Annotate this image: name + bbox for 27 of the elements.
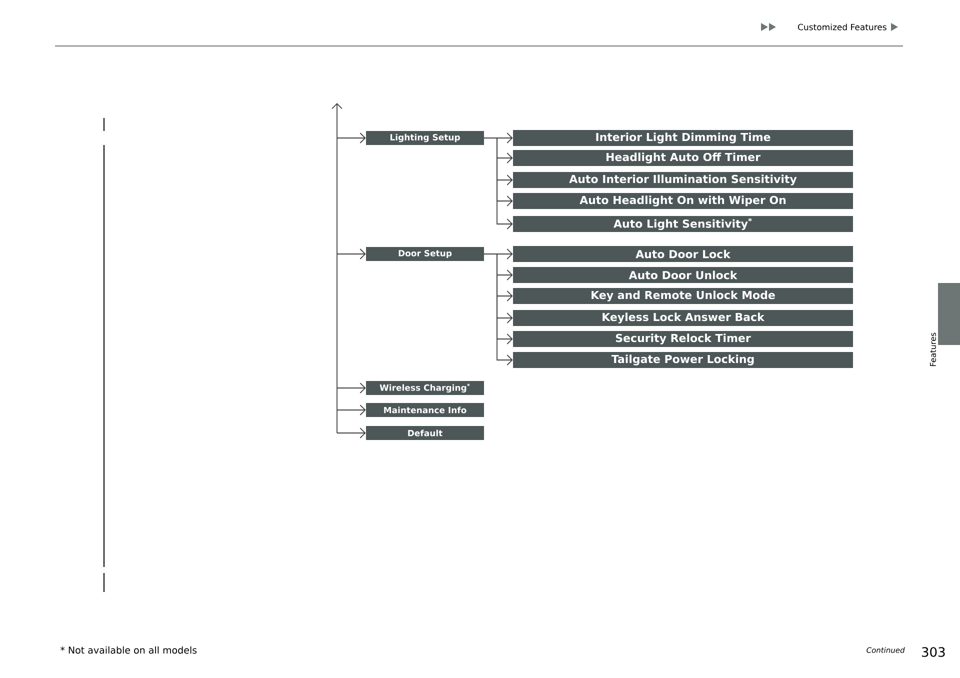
submenu-item-box: Security Relock Timer — [513, 331, 853, 347]
submenu-item-box: Auto Door Unlock — [513, 267, 853, 283]
arrow — [484, 138, 513, 230]
submenu-item-box: Auto Door Lock — [513, 246, 853, 262]
arrow — [336, 428, 366, 438]
menu-item-box: Wireless Charging$^{*}$ — [366, 381, 484, 395]
arrow — [336, 404, 366, 416]
submenu-item-box: Interior Light Dimming Time — [513, 130, 853, 146]
page-number: 303 — [922, 647, 945, 657]
submenu-item-box: Auto Interior Illumination Sensitivity — [513, 172, 853, 188]
arrow — [336, 132, 366, 144]
section-label: Features — [930, 332, 936, 366]
header-text: Customized Features — [798, 24, 886, 30]
menu-item-box: Maintenance Info — [366, 403, 484, 417]
submenu-item-box: Key and Remote Unlock Mode — [513, 288, 853, 304]
submenu-item-box: Auto Light Sensitivity$^{*}$ — [513, 216, 853, 232]
menu-item-box: Default — [366, 426, 484, 440]
submenu-item-box: Keyless Lock Answer Back — [513, 310, 853, 326]
arrow — [484, 254, 513, 366]
footnote: * Not available on all models — [60, 646, 197, 654]
submenu-item-box: Tailgate Power Locking — [513, 352, 853, 368]
menu-item-box: Lighting Setup — [366, 131, 484, 145]
submenu-item-box: Headlight Auto Off Timer — [513, 150, 853, 166]
arrow — [336, 382, 366, 394]
menu-item-box: Door Setup — [366, 247, 484, 261]
submenu-item-box: Auto Headlight On with Wiper On — [513, 193, 853, 209]
arrow — [336, 248, 366, 260]
